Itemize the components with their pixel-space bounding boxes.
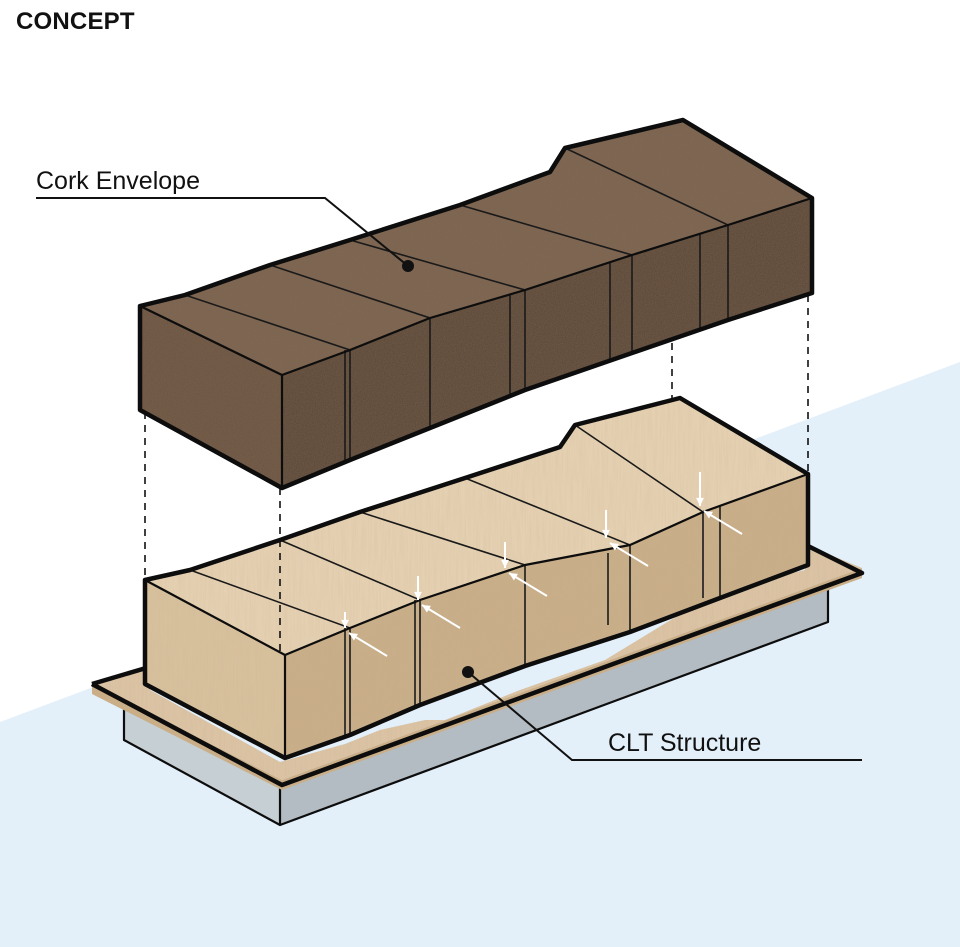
arrow-head xyxy=(610,543,619,551)
arrow-head xyxy=(704,511,713,519)
page-title: CONCEPT xyxy=(16,8,135,35)
cork-envelope-volume xyxy=(137,117,815,491)
wood-plinth xyxy=(90,542,865,790)
cork-envelope-callout: Cork Envelope xyxy=(36,167,414,272)
clt-structure-marker xyxy=(462,666,474,678)
arrow-head xyxy=(422,605,431,613)
arrow-head xyxy=(349,633,358,641)
clt-structure-label: CLT Structure xyxy=(608,729,761,757)
clt-structure-volume xyxy=(142,395,811,761)
concrete-base xyxy=(122,583,830,827)
projection-lines xyxy=(144,295,809,655)
cork-envelope-marker xyxy=(402,260,414,272)
arrow-head xyxy=(602,529,610,538)
clt-structure-callout: CLT Structure xyxy=(462,666,862,761)
arrow-head xyxy=(696,497,704,506)
arrow-head xyxy=(501,559,509,568)
arrow-head xyxy=(509,573,518,581)
arrow-head xyxy=(414,591,422,600)
compression-arrow-icon xyxy=(341,472,743,657)
cork-envelope-label: Cork Envelope xyxy=(36,167,200,195)
arrow-head xyxy=(341,619,349,628)
